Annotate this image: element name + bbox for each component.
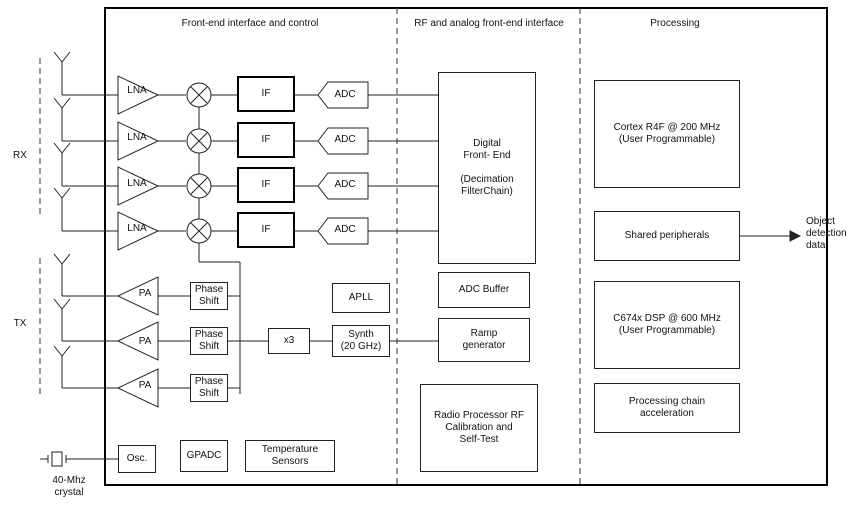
temperature-sensors-block: Temperature Sensors <box>245 440 335 472</box>
mixer-cross-icon <box>190 86 208 104</box>
apll-block: APLL <box>332 283 390 313</box>
if-block-3: IF <box>237 167 295 203</box>
rx-antenna-icon <box>53 187 71 218</box>
output-arrowhead-icon <box>789 230 802 242</box>
mixer-cross-icon <box>190 132 208 150</box>
rx-antenna-icon <box>53 97 71 128</box>
lna-label-3: LNA <box>127 178 147 189</box>
crystal-label: 40-Mhz crystal <box>52 475 86 498</box>
lna-amplifier-icon <box>117 121 160 161</box>
mixer-cross-icon <box>190 222 208 240</box>
processing-chain-acceleration-block: Processing chain acceleration <box>594 383 740 433</box>
if-block-4: IF <box>237 212 295 248</box>
tx-antenna-icon <box>53 298 71 329</box>
radio-processor-block: Radio Processor RF Calibration and Self-… <box>420 384 538 472</box>
lna-amplifier-icon <box>117 211 160 251</box>
adc-label-3: ADC <box>334 179 356 190</box>
tx-label: TX <box>13 318 27 329</box>
rx-antenna-icon <box>53 51 71 82</box>
ramp-generator-block: Ramp generator <box>438 318 530 362</box>
phase-shift-2: Phase Shift <box>190 327 228 355</box>
section-title-rf: RF and analog front-end interface <box>414 18 564 29</box>
phase-shift-1: Phase Shift <box>190 282 228 310</box>
rx-antenna-icon <box>53 142 71 173</box>
adc-label-1: ADC <box>334 89 356 100</box>
pa-label-1: PA <box>138 288 152 299</box>
pa-label-2: PA <box>138 336 152 347</box>
section-title-frontend: Front-end interface and control <box>181 18 319 29</box>
digital-front-end-block: Digital Front- End (Decimation FilterCha… <box>438 72 536 264</box>
gpadc-block: GPADC <box>180 440 228 472</box>
adc-label-4: ADC <box>334 224 356 235</box>
osc-block: Osc. <box>118 445 156 473</box>
adc-buffer-block: ADC Buffer <box>438 272 530 308</box>
phase-shift-3: Phase Shift <box>190 374 228 402</box>
adc-label-2: ADC <box>334 134 356 145</box>
tx-antenna-icon <box>53 253 71 284</box>
lna-amplifier-icon <box>117 166 160 206</box>
synth-block: Synth (20 GHz) <box>332 325 390 357</box>
lna-label-4: LNA <box>127 223 147 234</box>
rx-label: RX <box>13 150 27 161</box>
cortex-r4f-block: Cortex R4F @ 200 MHz (User Programmable) <box>594 80 740 188</box>
pa-label-3: PA <box>138 380 152 391</box>
object-detection-output-label: Object detection data <box>806 216 847 251</box>
lna-label-1: LNA <box>127 85 147 96</box>
tx-antenna-icon <box>53 345 71 376</box>
c674x-dsp-block: C674x DSP @ 600 MHz (User Programmable) <box>594 281 740 369</box>
if-block-2: IF <box>237 122 295 158</box>
lna-amplifier-icon <box>117 75 160 115</box>
lna-label-2: LNA <box>127 132 147 143</box>
crystal-icon <box>51 451 63 467</box>
shared-peripherals-block: Shared peripherals <box>594 211 740 261</box>
mixer-cross-icon <box>190 177 208 195</box>
x3-multiplier: x3 <box>268 328 310 354</box>
section-title-processing: Processing <box>650 18 700 29</box>
if-block-1: IF <box>237 76 295 112</box>
